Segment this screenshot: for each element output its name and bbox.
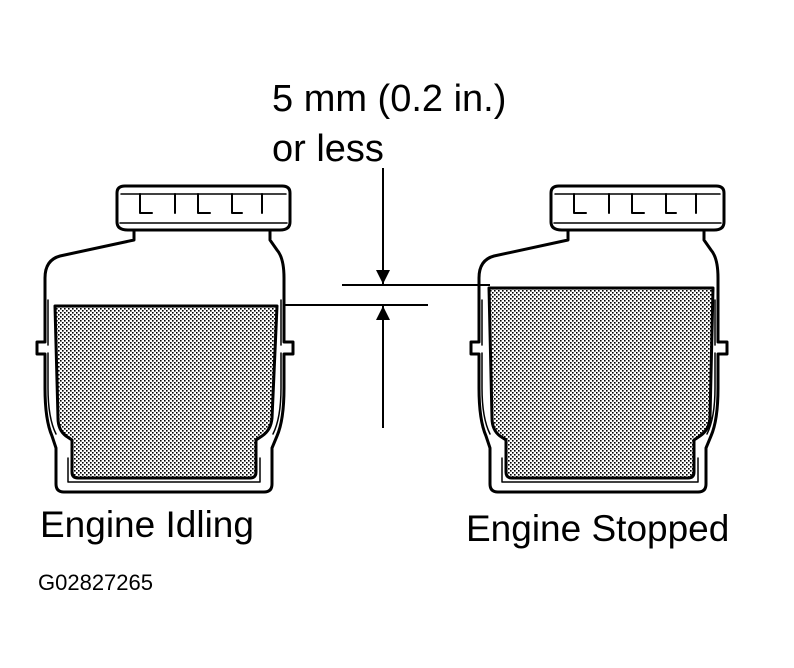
- fluid-level-stopped: [487, 286, 715, 480]
- reservoir-engine-idling: [35, 184, 295, 494]
- level-difference-dimension: [283, 168, 490, 428]
- dimension-label-qualifier: or less: [272, 128, 384, 170]
- dimension-label-value: 5 mm (0.2 in.): [272, 78, 507, 120]
- figure-id: G02827265: [38, 570, 153, 595]
- fluid-level-idling: [53, 304, 279, 480]
- reservoir-cap: [115, 184, 292, 232]
- reservoir-engine-stopped: [469, 184, 729, 494]
- caption-engine-stopped: Engine Stopped: [466, 508, 730, 549]
- reservoir-cap: [549, 184, 726, 232]
- reservoir-body: [35, 228, 295, 494]
- reservoir-body: [469, 228, 729, 494]
- caption-engine-idling: Engine Idling: [40, 504, 254, 545]
